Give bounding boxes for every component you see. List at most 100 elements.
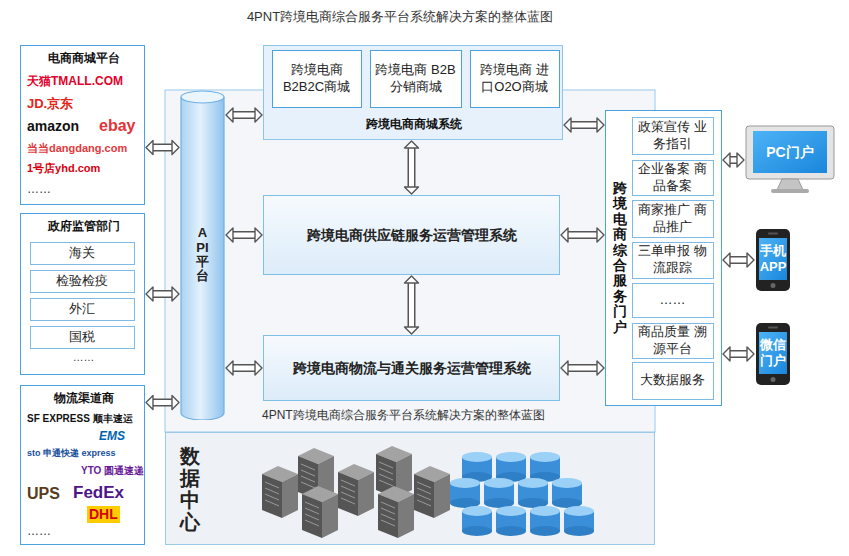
arrow-head xyxy=(226,108,233,122)
node-label: 微信门户 xyxy=(759,332,787,374)
arrow-shaft xyxy=(153,292,172,297)
arrow-shaft-outline xyxy=(153,399,172,407)
arrow-shaft xyxy=(730,258,747,263)
arrow-head xyxy=(226,228,233,242)
arrow-head xyxy=(597,118,604,132)
double-arrow xyxy=(226,228,262,242)
arrow-head xyxy=(723,153,730,167)
node-label: 跨境电商综合服务门户 xyxy=(613,181,627,335)
node-label: 跨境电商供应链服务运营管理系统 xyxy=(307,226,517,244)
node-label: 企业备案 商品备案 xyxy=(637,161,709,195)
arrow-head xyxy=(561,228,568,242)
node-label: …… xyxy=(660,292,686,309)
process-box: 商家推广 商品推广 xyxy=(632,200,714,238)
platform-region xyxy=(165,90,655,432)
node-text: …… xyxy=(27,524,51,538)
arrow-head xyxy=(597,361,604,375)
node-label: 物流渠道商 xyxy=(21,391,146,405)
node-text: UPS xyxy=(27,484,60,503)
device-phone: 手机APP xyxy=(755,228,791,292)
process-box: 物流渠道商SF EXPRESS 顺丰速运EMSsto 申通快递 expressY… xyxy=(20,385,145,545)
process-box: 跨境电商 B2B2C商城 xyxy=(272,50,362,108)
process-box: 商品质量 溯源平台 xyxy=(632,323,714,359)
arrow-head xyxy=(723,347,730,361)
arrow-shaft-outline xyxy=(730,156,737,164)
arrow-shaft-outline xyxy=(568,231,597,239)
arrow-shaft xyxy=(571,123,597,128)
arrow-head xyxy=(146,396,153,410)
node-label: 数据中心 xyxy=(180,445,200,533)
arrow-head xyxy=(747,253,754,267)
arrow-head xyxy=(405,276,419,283)
node-text: amazon xyxy=(27,118,79,135)
node-text: 天猫TMALL.COM xyxy=(27,74,123,88)
arrow-shaft-outline xyxy=(153,290,172,298)
node-label: 大数据服务 xyxy=(640,372,705,389)
node-label: 政府监管部门 xyxy=(21,219,146,233)
data-center-band xyxy=(165,432,655,545)
node-text: DHL xyxy=(87,506,120,523)
node-label: API平台 xyxy=(196,226,209,283)
arrow-shaft-outline xyxy=(408,283,416,327)
node-label: 跨境电商物流与通关服务运营管理系统 xyxy=(293,359,531,377)
node-label: 政策宣传 业务指引 xyxy=(637,119,709,153)
node-text: …… xyxy=(27,182,51,196)
double-arrow xyxy=(405,141,419,194)
arrow-head xyxy=(172,287,179,301)
double-arrow xyxy=(226,108,262,122)
database-group xyxy=(450,452,594,536)
arrow-shaft xyxy=(233,366,255,371)
node-label: 国税 xyxy=(69,329,95,346)
server-group xyxy=(262,446,450,538)
arrow-head xyxy=(561,361,568,375)
node-text: SF EXPRESS 顺丰速运 xyxy=(27,413,133,425)
double-arrow xyxy=(146,396,179,410)
arrow-shaft xyxy=(409,148,414,187)
node-label: 电商商城平台 xyxy=(21,51,146,65)
process-box: 数据中心 xyxy=(165,432,655,545)
double-arrow xyxy=(723,253,754,267)
process-box: 电商商城平台天猫TMALL.COMJD.京东amazonebay当当dangda… xyxy=(20,45,145,205)
process-box: 跨境电商供应链服务运营管理系统 xyxy=(263,195,560,275)
process-box: 检验检疫 xyxy=(30,270,135,293)
device-phone: 微信门户 xyxy=(755,322,791,386)
arrow-head xyxy=(255,228,262,242)
process-box: 外汇 xyxy=(30,298,135,321)
process-box: 跨境电商商城系统 跨境电商 B2B2C商城跨境电商 B2B分销商城跨境电商 进口O… xyxy=(263,45,563,140)
process-box: 政策宣传 业务指引 xyxy=(632,117,714,155)
node-label: 跨境电商 进口O2O商城 xyxy=(475,62,555,96)
process-box: 跨境电商 B2B分销商城 xyxy=(370,50,462,108)
api-cylinder: API平台 xyxy=(180,90,225,420)
arrow-head xyxy=(405,187,419,194)
process-box: 跨境电商 进口O2O商城 xyxy=(470,50,560,108)
arrow-shaft xyxy=(233,113,255,118)
node-text: EMS xyxy=(99,429,125,443)
arrow-shaft xyxy=(568,233,597,238)
arrow-head xyxy=(564,118,571,132)
arrow-head xyxy=(597,228,604,242)
double-arrow xyxy=(564,118,604,132)
node-text: ebay xyxy=(99,116,135,135)
process-box: 政府监管部门……海关检验检疫外汇国税 xyxy=(20,213,145,375)
arrow-shaft xyxy=(153,145,172,150)
process-box: …… xyxy=(632,283,714,318)
arrow-head xyxy=(172,396,179,410)
arrow-shaft xyxy=(153,400,172,405)
arrow-head xyxy=(226,361,233,375)
node-label: 跨境电商商城系统 xyxy=(264,117,564,131)
arrow-shaft-outline xyxy=(233,111,255,119)
arrow-shaft-outline xyxy=(233,231,255,239)
double-arrow xyxy=(723,153,744,167)
arrow-head xyxy=(255,361,262,375)
watermark-label: 4PNT跨境电商综合服务平台系统解决方案的整体蓝图 xyxy=(258,407,549,424)
monitor-shape xyxy=(745,125,835,195)
process-box: 跨境电商物流与通关服务运营管理系统 xyxy=(263,335,560,401)
arrow-shaft xyxy=(233,233,255,238)
arrow-shaft-outline xyxy=(153,144,172,152)
arrow-head xyxy=(747,347,754,361)
node-label: 三单申报 物流跟踪 xyxy=(637,243,709,277)
double-arrow xyxy=(405,276,419,334)
double-arrow xyxy=(561,361,604,375)
node-label: 手机APP xyxy=(759,238,787,280)
